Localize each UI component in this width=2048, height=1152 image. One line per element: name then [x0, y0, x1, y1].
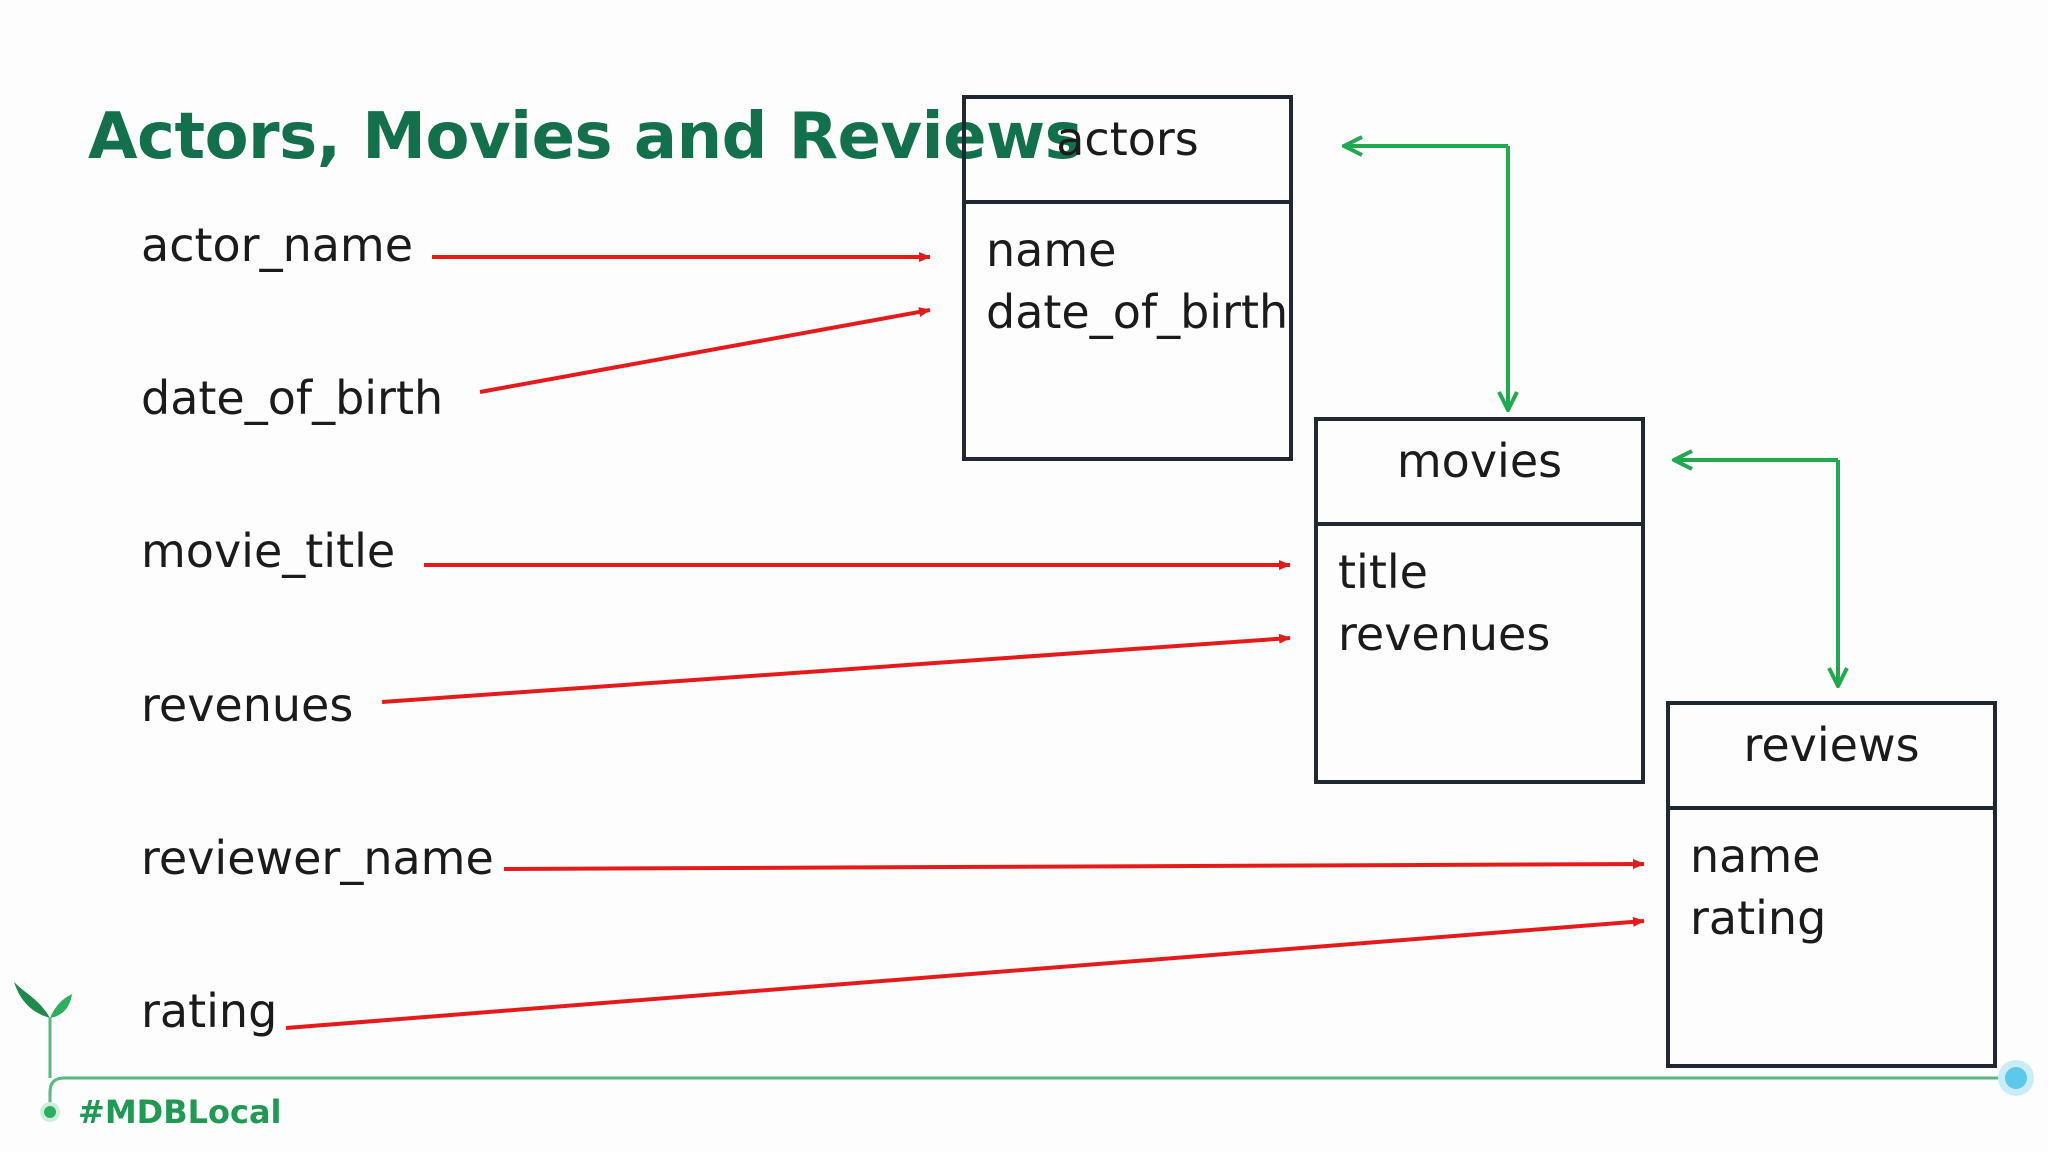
relation-movies-reviews: [1674, 460, 1838, 686]
relation-actors-movies: [1344, 146, 1508, 410]
attr-movies-revenues: revenues: [1338, 607, 1551, 661]
arrow-date-of-birth-to-actors-date-of-birth: [479, 307, 931, 394]
entity-reviews-title: reviews: [1670, 705, 1993, 810]
footer-hashtag: #MDBLocal: [78, 1093, 282, 1131]
entity-actors-title: actors: [966, 99, 1289, 204]
attr-movies-title: title: [1338, 545, 1428, 599]
entity-movies-title: movies: [1318, 421, 1641, 526]
entity-movies: movies title revenues: [1314, 417, 1645, 784]
field-movie-title: movie_title: [141, 524, 396, 578]
entity-actors-attributes: name date_of_birth: [986, 219, 1289, 343]
entity-reviews: reviews name rating: [1666, 701, 1997, 1068]
footer-timeline-line: [48, 1076, 2016, 1112]
arrow-rating-to-reviews-rating: [285, 916, 1645, 1030]
entity-movies-attributes: title revenues: [1338, 541, 1641, 665]
sprout-icon: [14, 982, 72, 1018]
attr-reviews-name: name: [1690, 829, 1821, 883]
arrow-revenues-to-movies-revenues: [381, 633, 1291, 704]
entity-reviews-attributes: name rating: [1690, 825, 1993, 949]
entity-actors: actors name date_of_birth: [962, 95, 1293, 461]
arrow-reviewer-name-to-reviews-name: [503, 859, 1645, 871]
slide-title: Actors, Movies and Reviews: [88, 100, 1083, 174]
attr-actors-date-of-birth: date_of_birth: [986, 285, 1289, 339]
timeline-dot-start-icon: [40, 1102, 60, 1122]
field-date-of-birth: date_of_birth: [141, 371, 444, 425]
timeline-dot-icon: [1998, 1060, 2034, 1096]
attr-actors-name: name: [986, 223, 1117, 277]
field-actor-name: actor_name: [141, 218, 414, 272]
attr-reviews-rating: rating: [1690, 891, 1827, 945]
field-reviewer-name: reviewer_name: [141, 831, 494, 885]
field-revenues: revenues: [141, 678, 354, 732]
field-rating: rating: [141, 984, 278, 1038]
